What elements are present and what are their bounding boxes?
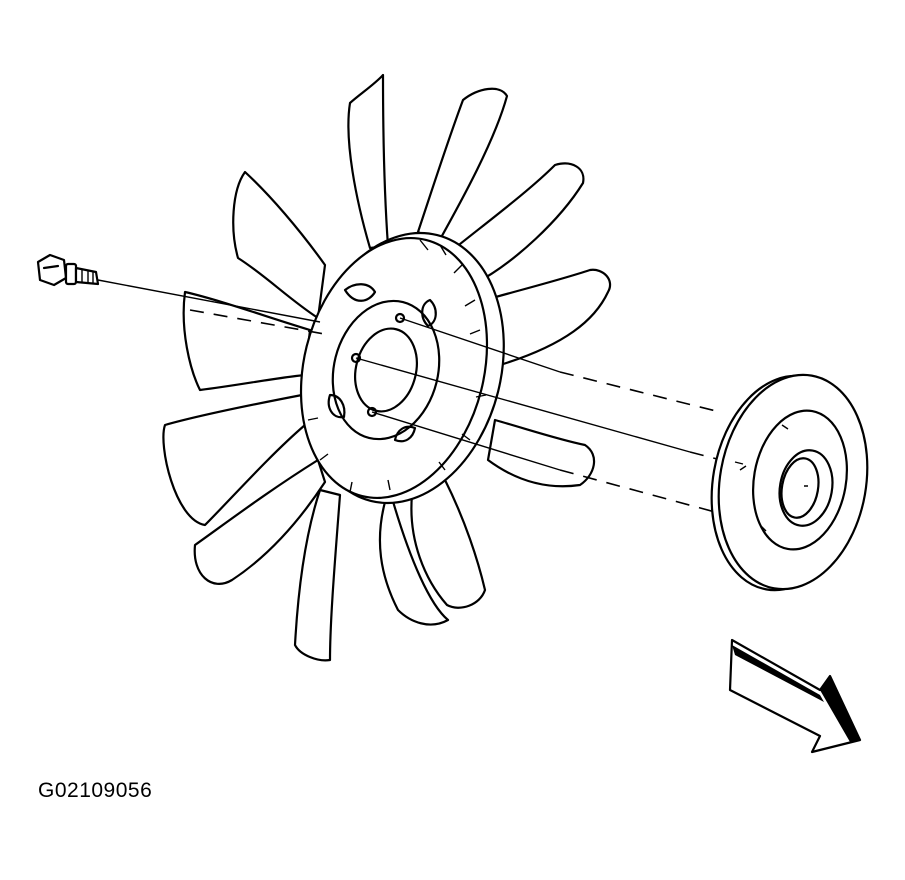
fan-blade [182, 290, 312, 392]
fan-blade [483, 268, 612, 367]
fan-blade [162, 393, 307, 527]
fan-blade [378, 496, 450, 626]
arrow-icon [728, 638, 862, 754]
fan-blade [453, 162, 585, 285]
fan-blade [232, 170, 327, 320]
alignment-lines [97, 279, 761, 513]
bolt-icon [36, 253, 100, 287]
fan-blades [162, 73, 612, 662]
figure-code: G02109056 [38, 779, 153, 802]
fan-blade [293, 488, 342, 662]
fan-blade [486, 418, 596, 488]
fan-blade [347, 73, 390, 250]
fan-blade [410, 478, 487, 609]
fan-blade [193, 458, 327, 585]
fan-icon [162, 73, 612, 662]
fan-blade [416, 87, 509, 245]
hub-icon [710, 373, 869, 592]
